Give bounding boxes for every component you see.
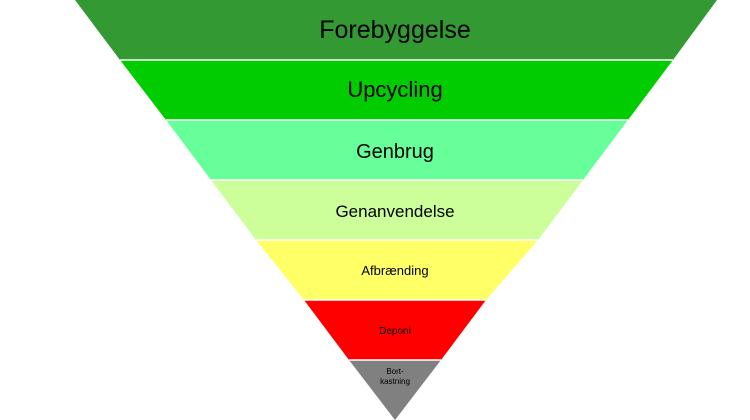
tier-bortkastning-label: Bort-kastning [380,367,410,386]
tier-forebyggelse-band [75,0,717,60]
tier-upcycling: Upcycling [120,60,673,120]
tier-upcycling-label: Upcycling [347,77,442,102]
tier-bortkastning-label-line: Bort- [386,367,404,376]
tier-genanvendelse: Genanvendelse [211,180,583,240]
tier-afbraending-label: Afbrænding [361,263,428,278]
tier-afbraending-band [256,240,538,300]
tier-deponi-label: Deponi [379,326,411,337]
tier-dividers [120,59,673,361]
tier-genbrug: Genbrug [166,120,628,180]
tier-genbrug-band [166,120,628,180]
tier-genanvendelse-label: Genanvendelse [335,202,454,221]
tier-deponi-band [304,300,486,360]
tier-upcycling-band [120,60,673,120]
tier-forebyggelse: Forebyggelse [75,0,717,60]
tier-bortkastning-label-line: kastning [380,377,410,386]
tier-genbrug-label: Genbrug [356,141,434,163]
tier-afbraending: Afbrænding [256,240,538,300]
tier-genanvendelse-band [211,180,583,240]
tier-forebyggelse-label: Forebyggelse [319,16,470,44]
tier-bortkastning-band [349,360,441,420]
tier-bortkastning: Bort-kastning [349,360,441,420]
tier-deponi: Deponi [304,300,486,360]
